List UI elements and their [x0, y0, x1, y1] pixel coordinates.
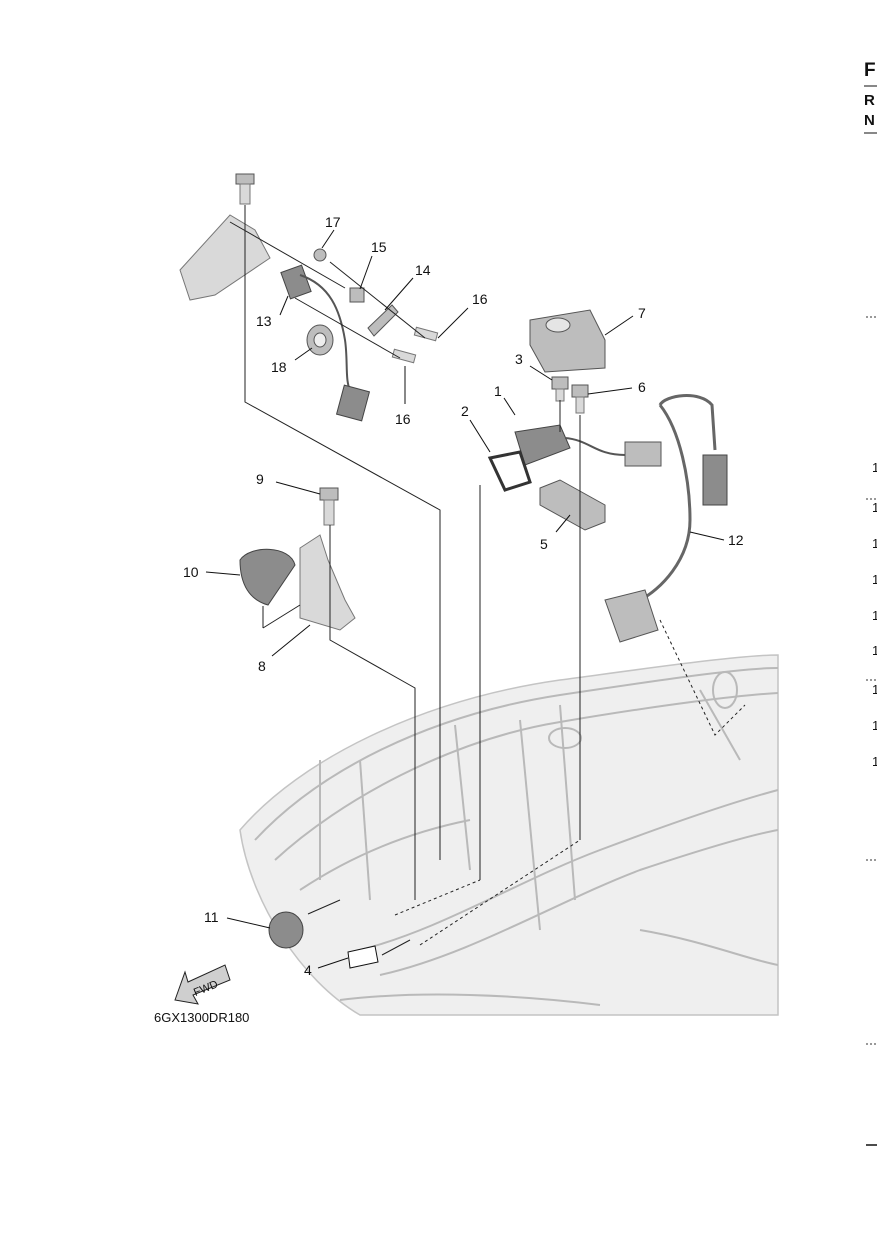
- handle-bolt: [235, 173, 255, 205]
- part-12-lead-wire: [604, 394, 728, 643]
- callout-13: 13: [256, 313, 272, 329]
- grab-handle-outline: [179, 214, 271, 301]
- part-4-label: [347, 945, 379, 969]
- assembly-guide-lines: [229, 205, 746, 956]
- part-6-bolt: [571, 384, 589, 414]
- edge-number: 1: [872, 718, 877, 733]
- edge-number: 1: [872, 643, 877, 658]
- callout-16-lower: 16: [395, 411, 411, 427]
- part-8-bracket: [299, 534, 356, 631]
- part-14-bracket: [367, 304, 399, 337]
- diagram-code: 6GX1300DR180: [154, 1010, 249, 1025]
- callout-14: 14: [415, 262, 431, 278]
- part-2-gasket: [487, 450, 532, 492]
- part-7-cover: [529, 309, 606, 373]
- edge-number: 1: [872, 500, 877, 515]
- fwd-arrow-icon: FWD: [174, 964, 231, 1005]
- callout-18: 18: [271, 359, 287, 375]
- callout-4: 4: [304, 962, 312, 978]
- edge-header-r: R: [864, 92, 875, 109]
- callouts: 1 2 3 4 5 6 7 8 9 10 11 12 13 14 15 16 1: [183, 214, 744, 978]
- callout-9: 9: [256, 471, 264, 487]
- edge-number: 1: [872, 682, 877, 697]
- callout-15: 15: [371, 239, 387, 255]
- edge-number: 1: [872, 754, 877, 769]
- edge-number: 1: [872, 536, 877, 551]
- callout-11: 11: [204, 909, 219, 925]
- storage-compartment-body: [239, 654, 779, 1016]
- part-17-screw: [313, 248, 327, 262]
- callout-17: 17: [325, 214, 341, 230]
- callout-6: 6: [638, 379, 646, 395]
- edge-number: 1: [872, 608, 877, 623]
- callout-1: 1: [494, 383, 502, 399]
- callout-12: 12: [728, 532, 744, 548]
- callout-5: 5: [540, 536, 548, 552]
- edge-number: 1: [872, 460, 877, 475]
- part-3-bolt: [551, 376, 569, 402]
- part-18-grommet: [306, 324, 334, 356]
- part-1-seat-switch: [514, 424, 662, 467]
- callout-16-upper: 16: [472, 291, 488, 307]
- part-16-screws: [391, 326, 439, 364]
- part-11-cap: [268, 911, 304, 949]
- part-10-band: [239, 548, 296, 606]
- callout-3: 3: [515, 351, 523, 367]
- part-15-collar: [349, 287, 365, 303]
- part-9-bolt: [319, 487, 339, 526]
- callout-2: 2: [461, 403, 469, 419]
- edge-number: 1: [872, 572, 877, 587]
- edge-header-f: F: [864, 60, 876, 81]
- edge-header-n: N: [864, 112, 875, 129]
- callout-8: 8: [258, 658, 266, 674]
- part-13-switch-harness: [280, 264, 371, 422]
- callout-7: 7: [638, 305, 646, 321]
- part-5-holder: [539, 479, 606, 531]
- right-edge-column: F R N 1 1 1 1 1 1 1 1 1: [864, 60, 877, 1146]
- callout-10: 10: [183, 564, 199, 580]
